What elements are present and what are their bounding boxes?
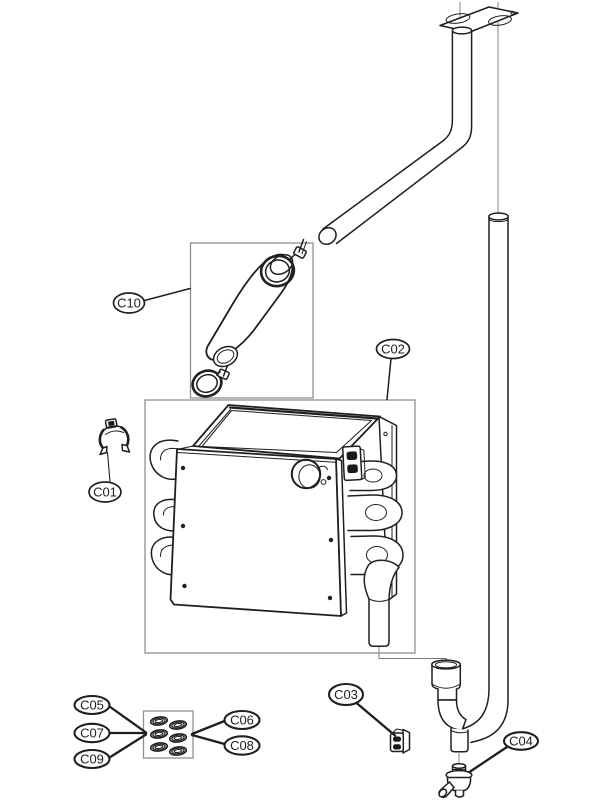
outlet-down-tube xyxy=(363,559,400,648)
callout-ellipse xyxy=(112,292,146,314)
callout-ellipse xyxy=(223,709,261,731)
callout-text: C08 xyxy=(230,738,254,753)
callout-c10: C10 xyxy=(112,292,146,314)
callout-ellipse xyxy=(223,735,261,756)
detail-box-c02 xyxy=(144,399,416,654)
callout-text: C01 xyxy=(93,485,117,500)
long-straight-pipe xyxy=(457,212,509,744)
heat-exchanger-assembly xyxy=(149,404,404,648)
callout-c08: C08 xyxy=(223,735,261,756)
callout-ellipse xyxy=(88,481,122,503)
callout-text: C07 xyxy=(80,726,104,741)
combustion-chamber-frame xyxy=(176,404,381,460)
leader-lines xyxy=(106,287,509,774)
detail-box-c10 xyxy=(189,242,314,399)
connector-line xyxy=(378,646,447,663)
clip-part xyxy=(389,728,411,754)
outlet-tube xyxy=(450,727,469,753)
callout-c05: C05 xyxy=(73,694,111,716)
upper-bent-pipe xyxy=(318,26,473,246)
callout-c07: C07 xyxy=(73,722,111,744)
callout-text: C03 xyxy=(334,687,358,702)
gasket-set xyxy=(149,716,188,756)
callout-ellipse xyxy=(502,731,540,751)
callout-ellipse xyxy=(73,722,111,744)
left-tube-bends xyxy=(149,439,179,576)
callout-c04: C04 xyxy=(502,731,540,751)
upper-hose-clamp xyxy=(259,238,307,288)
pipe-coupler-elbow xyxy=(431,659,469,765)
callout-text: C10 xyxy=(117,296,141,311)
callout-c01: C01 xyxy=(88,481,122,503)
callout-ellipse xyxy=(375,338,411,360)
callout-text: C06 xyxy=(230,713,254,728)
callout-text: C02 xyxy=(381,342,405,357)
callout-ellipse xyxy=(327,682,365,707)
front-panel xyxy=(169,448,348,617)
mounting-flange xyxy=(439,6,519,33)
side-bracket xyxy=(342,445,366,482)
callout-c06: C06 xyxy=(223,709,261,731)
callout-text: C05 xyxy=(80,698,104,713)
lower-hose-clamp xyxy=(191,364,230,398)
callout-c02: C02 xyxy=(375,338,411,360)
callout-c09: C09 xyxy=(73,748,111,770)
callout-labels: C01 C02 C03 C04 C05 C06 C07 C08 xyxy=(73,292,540,770)
hose-assembly xyxy=(191,238,307,398)
callout-text: C04 xyxy=(509,734,533,749)
clamp-part xyxy=(98,418,131,456)
callout-ellipse xyxy=(73,694,111,716)
sight-port-ring xyxy=(290,458,328,490)
callout-ellipse xyxy=(73,748,111,770)
drain-valve xyxy=(438,762,473,799)
callout-text: C09 xyxy=(80,752,104,767)
callout-c03: C03 xyxy=(327,682,365,707)
